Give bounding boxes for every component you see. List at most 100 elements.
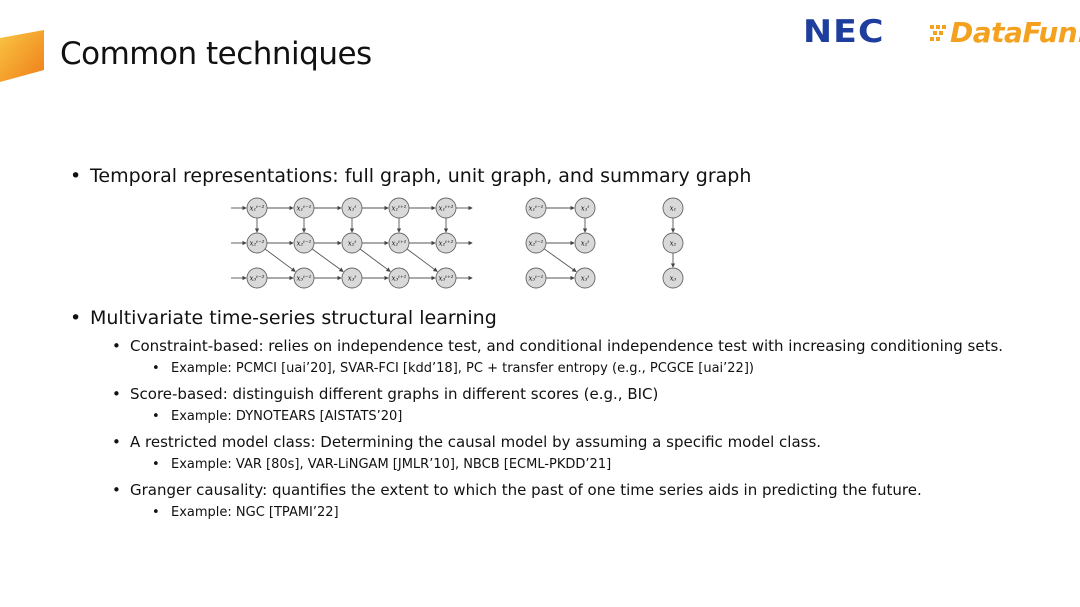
node-label: x₃ᵗ⁺² xyxy=(439,275,454,283)
bullet-level2-text: Constraint-based: relies on independence… xyxy=(130,337,1004,355)
bullet-marker: • xyxy=(70,307,82,329)
node-circle xyxy=(341,197,363,219)
full-graph-node: x₃ᵗ⁻¹ xyxy=(293,267,315,289)
node-label: x₁ᵗ⁻¹ xyxy=(529,205,544,213)
full-graph-node: x₂ᵗ⁻¹ xyxy=(293,232,315,254)
bullet-level1-text: Multivariate time-series structural lear… xyxy=(90,307,497,329)
bullet-level3-text: Example: PCMCI [uai’20], SVAR-FCI [kdd’1… xyxy=(171,361,754,376)
node-circle xyxy=(574,267,596,289)
full-graph-node: x₁ᵗ⁺¹ xyxy=(388,197,410,219)
unit-graph-node: x₁ᵗ xyxy=(574,197,596,219)
node-label: x₂ᵗ xyxy=(581,240,590,248)
unit-graph-node: x₂ᵗ xyxy=(574,232,596,254)
node-label: x₂ xyxy=(670,240,677,248)
node-circle xyxy=(435,197,457,219)
node-label: x₂ᵗ xyxy=(348,240,357,248)
bullet-marker: • xyxy=(152,457,160,472)
bullet-marker: • xyxy=(112,385,121,403)
node-label: x₁ xyxy=(670,205,677,213)
temporal-graphs-figure: x₁ᵗ⁻² x₁ᵗ⁻¹ x₁ᵗ x₁ᵗ⁺¹ x₁ᵗ⁺² x₂ᵗ⁻² x₂ᵗ⁻¹ x₂ᵗ x₂ᵗ⁺… xyxy=(231,197,684,289)
bullet-level1-text: Temporal representations: full graph, un… xyxy=(90,165,752,187)
node-label: x₁ᵗ⁺¹ xyxy=(392,205,407,213)
node-circle xyxy=(662,267,684,289)
bullet-marker: • xyxy=(152,505,160,520)
graph-edge xyxy=(406,248,438,272)
full-graph-node: x₂ᵗ⁻² xyxy=(246,232,268,254)
datafun-logo-text: DataFun. xyxy=(950,16,1080,49)
node-circle xyxy=(662,232,684,254)
unit-graph-node: x₂ᵗ⁻¹ xyxy=(525,232,547,254)
node-circle xyxy=(341,232,363,254)
node-circle xyxy=(293,232,315,254)
node-circle xyxy=(662,197,684,219)
datafun-logo: DataFun. xyxy=(928,14,1080,50)
unit-graph-node: x₃ᵗ⁻¹ xyxy=(525,267,547,289)
full-graph-node: x₃ᵗ⁺¹ xyxy=(388,267,410,289)
node-circle xyxy=(293,267,315,289)
node-label: x₂ᵗ⁻² xyxy=(250,240,265,248)
full-graph-node: x₃ᵗ xyxy=(341,267,363,289)
node-label: x₁ᵗ⁺² xyxy=(439,205,454,213)
node-circle xyxy=(388,232,410,254)
summary-graph-node: x₃ xyxy=(662,267,684,289)
node-label: x₃ᵗ xyxy=(348,275,357,283)
node-circle xyxy=(435,267,457,289)
node-label: x₂ᵗ⁻¹ xyxy=(529,240,544,248)
summary-graph-node: x₁ xyxy=(662,197,684,219)
node-circle xyxy=(435,232,457,254)
node-label: x₂ᵗ⁺² xyxy=(439,240,454,248)
node-circle xyxy=(525,267,547,289)
full-graph-node: x₂ᵗ⁺² xyxy=(435,232,457,254)
node-circle xyxy=(246,267,268,289)
bullet-marker: • xyxy=(112,337,121,355)
bullet-level2-text: Score-based: distinguish different graph… xyxy=(130,385,659,403)
full-graph-node: x₃ᵗ⁺² xyxy=(435,267,457,289)
unit-graph-node: x₃ᵗ xyxy=(574,267,596,289)
full-graph-node: x₁ᵗ⁺² xyxy=(435,197,457,219)
node-label: x₂ᵗ⁺¹ xyxy=(392,240,407,248)
bullet-level2-text: A restricted model class: Determining th… xyxy=(130,433,822,451)
bullet-level3-text: Example: VAR [80s], VAR-LiNGAM [JMLR’10]… xyxy=(171,457,612,472)
graph-edge xyxy=(543,248,577,273)
full-graph-node: x₂ᵗ xyxy=(341,232,363,254)
graph-edge xyxy=(264,248,296,272)
node-circle xyxy=(246,197,268,219)
graph-edge xyxy=(359,248,391,272)
bullet-level3-text: Example: NGC [TPAMI’22] xyxy=(171,505,339,520)
node-circle xyxy=(388,197,410,219)
bullet-level2-text: Granger causality: quantifies the extent… xyxy=(130,481,922,499)
bullet-marker: • xyxy=(112,481,121,499)
accent-ribbon-icon xyxy=(0,30,44,82)
nec-logo: NEC xyxy=(803,14,885,50)
bullet-marker: • xyxy=(112,433,121,451)
node-circle xyxy=(574,197,596,219)
node-circle xyxy=(525,232,547,254)
node-label: x₃ᵗ⁺¹ xyxy=(392,275,407,283)
node-circle xyxy=(341,267,363,289)
node-label: x₃ xyxy=(670,275,677,283)
full-graph-node: x₃ᵗ⁻² xyxy=(246,267,268,289)
node-circle xyxy=(574,232,596,254)
node-label: x₁ᵗ xyxy=(581,205,590,213)
bullet-level3-text: Example: DYNOTEARS [AISTATS’20] xyxy=(171,409,403,424)
node-label: x₁ᵗ xyxy=(348,205,357,213)
node-circle xyxy=(525,197,547,219)
node-label: x₃ᵗ xyxy=(581,275,590,283)
node-label: x₁ᵗ⁻² xyxy=(250,205,265,213)
datafun-dots-icon xyxy=(930,25,946,41)
node-label: x₂ᵗ⁻¹ xyxy=(297,240,312,248)
full-graph-node: x₁ᵗ⁻² xyxy=(246,197,268,219)
bullet-marker: • xyxy=(152,409,160,424)
node-label: x₃ᵗ⁻¹ xyxy=(297,275,312,283)
full-graph-node: x₁ᵗ⁻¹ xyxy=(293,197,315,219)
node-circle xyxy=(388,267,410,289)
node-circle xyxy=(246,232,268,254)
unit-graph-node: x₁ᵗ⁻¹ xyxy=(525,197,547,219)
node-label: x₃ᵗ⁻² xyxy=(250,275,265,283)
full-graph-node: x₂ᵗ⁺¹ xyxy=(388,232,410,254)
node-circle xyxy=(293,197,315,219)
summary-graph-node: x₂ xyxy=(662,232,684,254)
graph-edge xyxy=(311,248,344,272)
bullet-marker: • xyxy=(70,165,82,187)
full-graph-node: x₁ᵗ xyxy=(341,197,363,219)
